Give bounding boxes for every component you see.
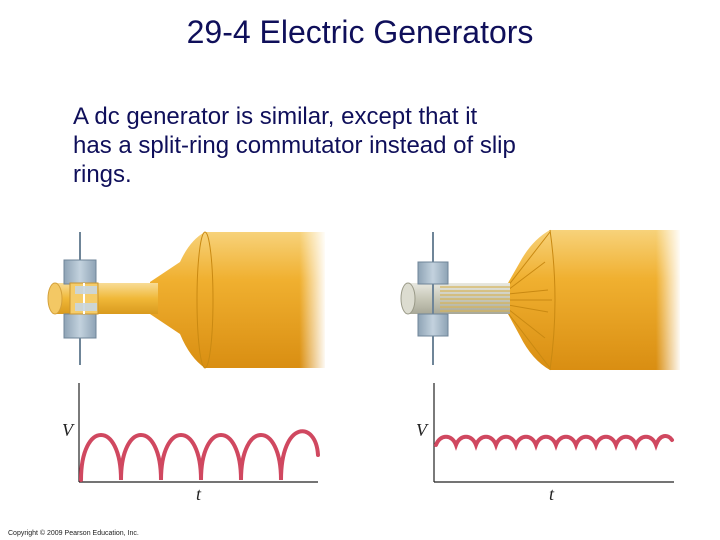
copyright-notice: Copyright © 2009 Pearson Education, Inc.	[8, 530, 139, 537]
right-voltage-graph: V t	[416, 383, 674, 504]
left-voltage-graph: V t	[62, 383, 320, 504]
x-axis-label: t	[549, 484, 555, 504]
right-generator	[400, 229, 680, 371]
y-axis-label: V	[416, 420, 429, 440]
x-axis-label: t	[196, 484, 202, 504]
left-generator	[47, 231, 325, 369]
dc-waveform	[79, 429, 320, 482]
body-line: rings.	[73, 161, 132, 188]
body-line: A dc generator is similar, except that i…	[73, 103, 478, 130]
body-text: A dc generator is similar, except that i…	[73, 102, 673, 189]
body-line: has a split-ring commutator instead of s…	[73, 132, 516, 159]
y-axis-label: V	[62, 420, 75, 440]
dc-ripple-waveform	[434, 434, 674, 451]
slide-title: 29-4 Electric Generators	[186, 14, 534, 50]
